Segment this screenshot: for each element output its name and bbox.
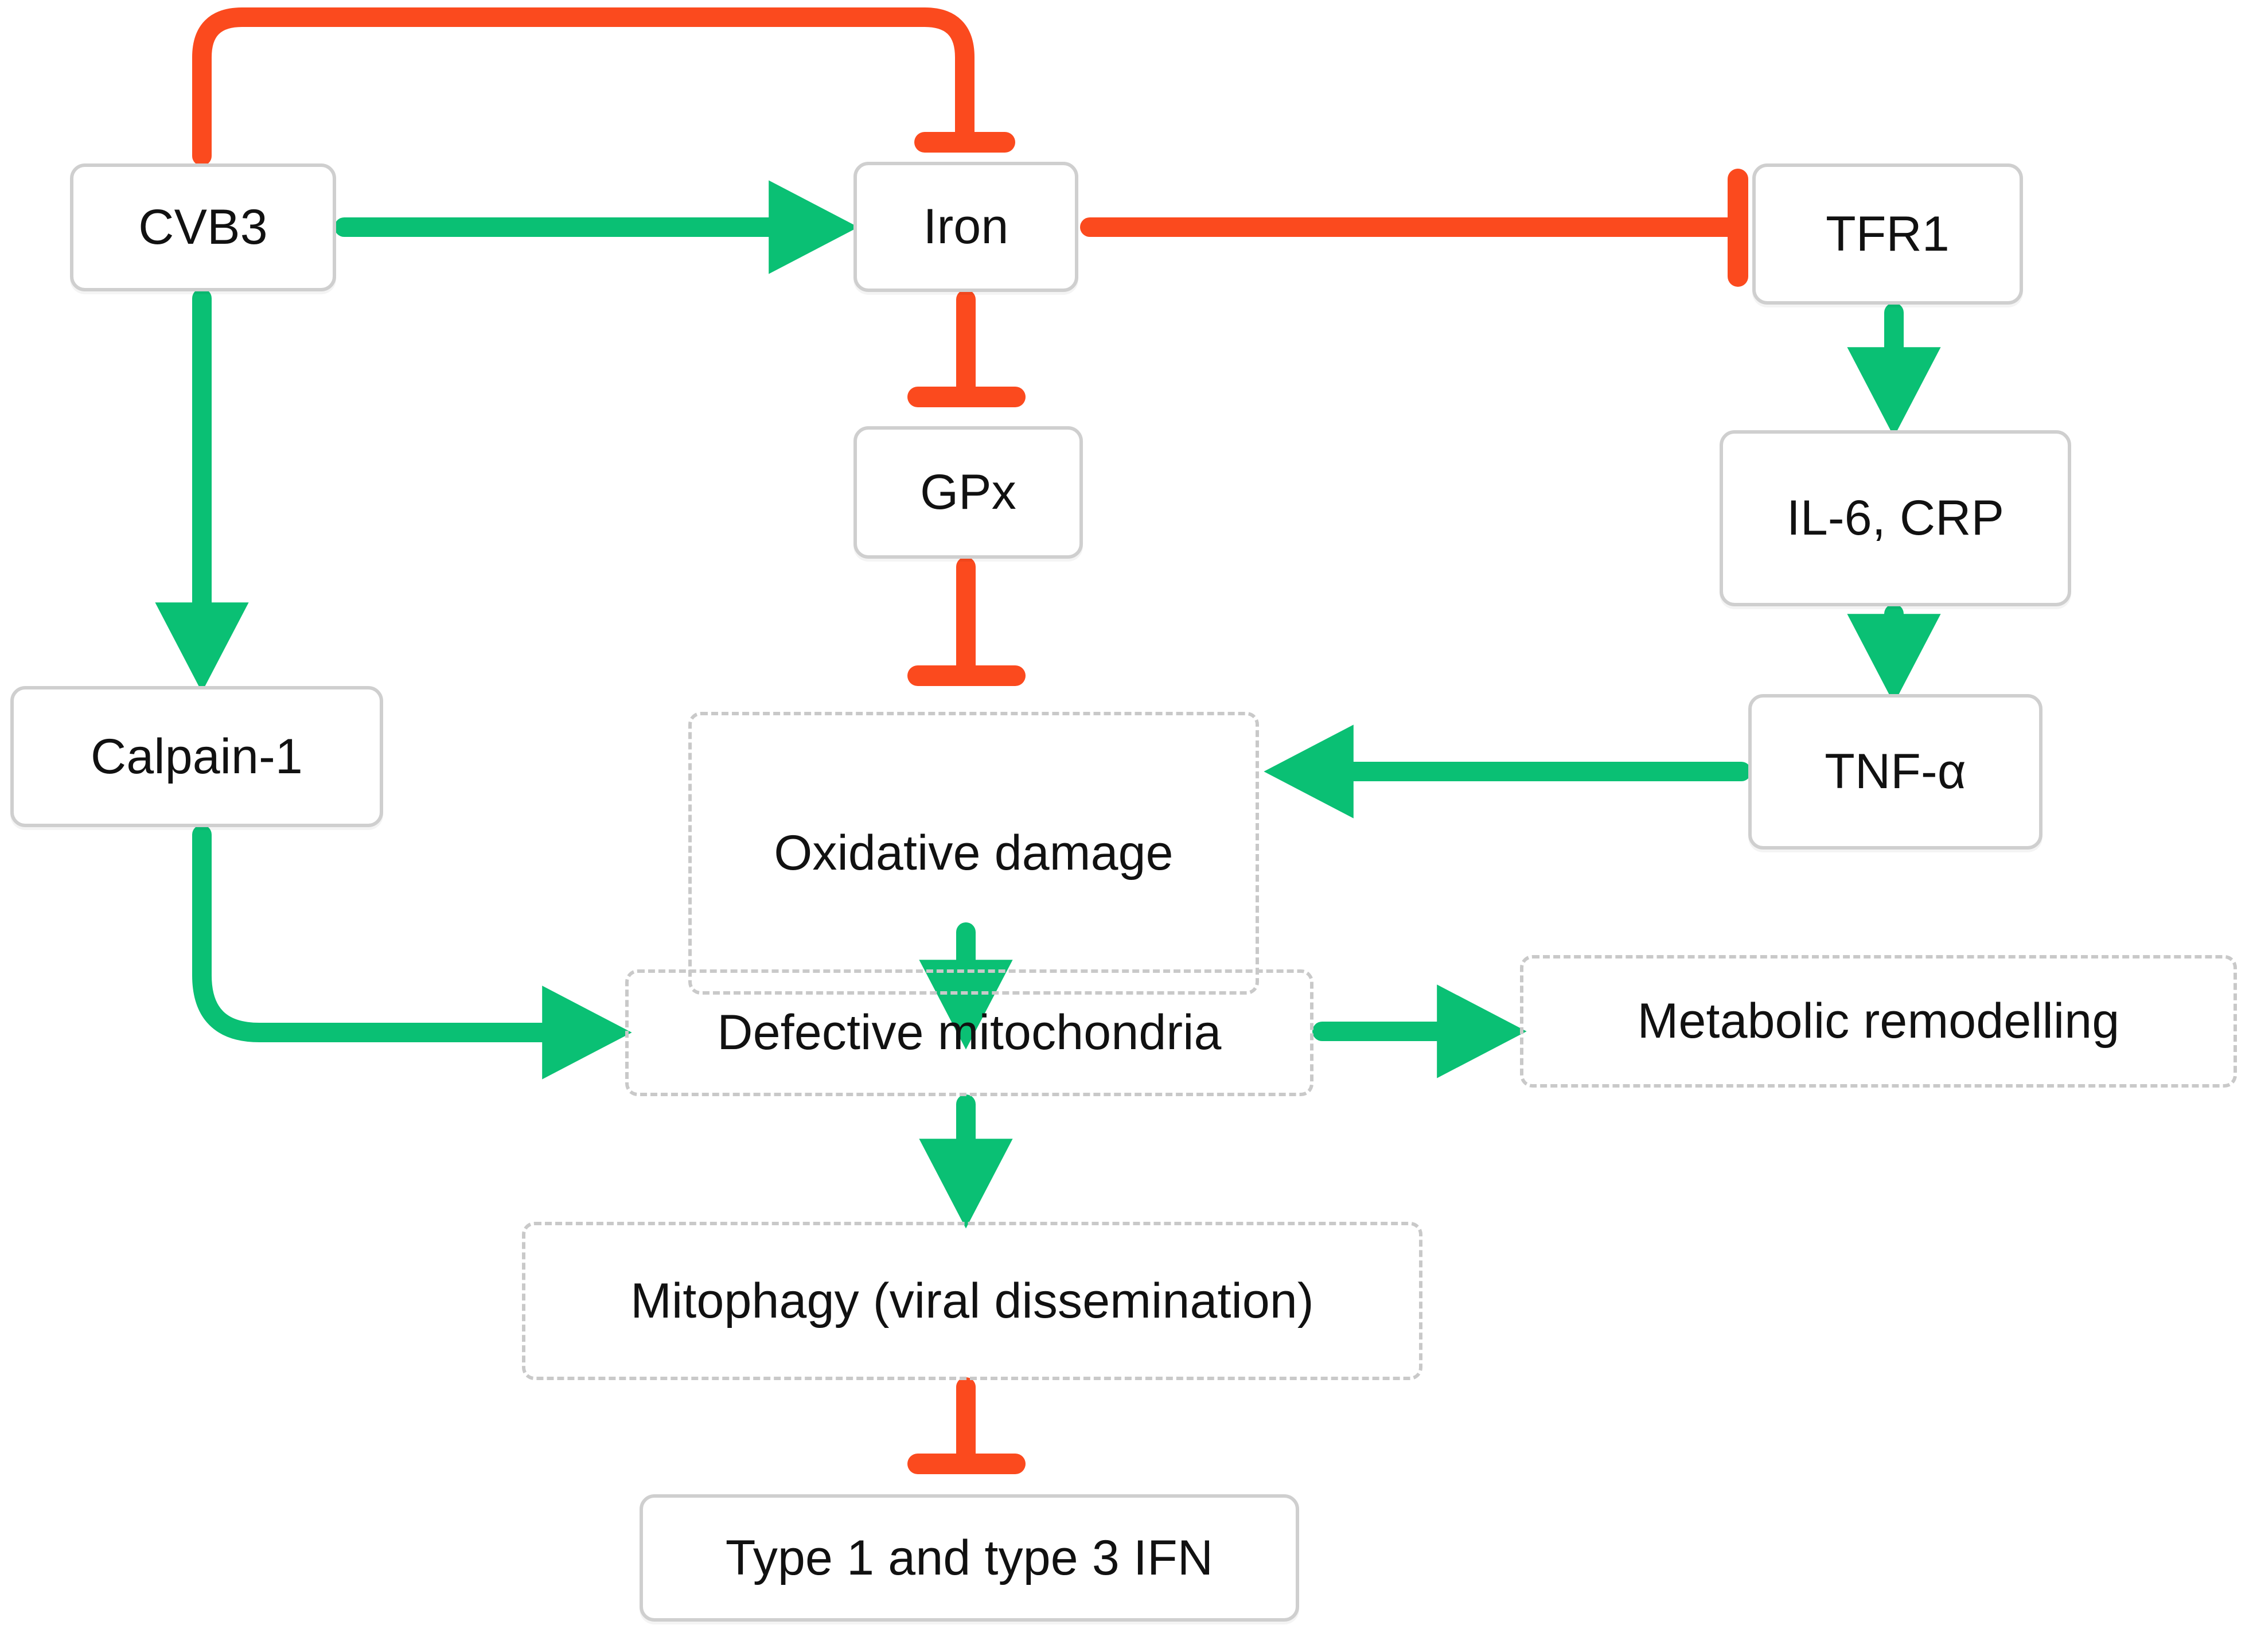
node-metabolic-remodelling-label: Metabolic remodelling — [1637, 993, 2120, 1049]
node-il6-crp-label: IL-6, CRP — [1786, 490, 2005, 546]
node-gpx-label: GPx — [920, 465, 1016, 520]
node-calpain-1[interactable]: Calpain-1 — [10, 686, 383, 827]
edge-gpx-oxdamage — [907, 557, 1026, 686]
node-tnf-alpha-label: TNF-α — [1825, 744, 1966, 800]
edge-iron-tfr1 — [1080, 169, 1748, 287]
node-type-1-and-type-3-ifn-label: Type 1 and type 3 IFN — [725, 1530, 1214, 1585]
node-tnf-alpha[interactable]: TNF-α — [1748, 694, 2042, 850]
edge-calpain1-defmito — [192, 825, 632, 1080]
node-tfr1-label: TFR1 — [1826, 206, 1950, 262]
edge-mitophagy-ifn — [907, 1377, 1026, 1474]
node-oxidative-damage[interactable]: Oxidative damage — [688, 712, 1259, 995]
node-oxidative-damage-label: Oxidative damage — [774, 825, 1174, 881]
node-cvb3-label: CVB3 — [138, 200, 268, 255]
edge-cvb3-iron-inhibition — [192, 7, 1015, 166]
node-gpx[interactable]: GPx — [853, 426, 1083, 559]
node-type-1-and-type-3-ifn[interactable]: Type 1 and type 3 IFN — [640, 1494, 1299, 1622]
node-metabolic-remodelling[interactable]: Metabolic remodelling — [1520, 955, 2237, 1088]
node-iron-label: Iron — [923, 199, 1009, 255]
edge-iron-gpx — [907, 290, 1026, 407]
node-mitophagy-label: Mitophagy (viral dissemination) — [630, 1273, 1314, 1328]
node-cvb3[interactable]: CVB3 — [70, 163, 336, 291]
node-calpain-1-label: Calpain-1 — [91, 728, 303, 784]
node-iron[interactable]: Iron — [853, 162, 1078, 292]
node-tfr1[interactable]: TFR1 — [1752, 163, 2023, 305]
node-defective-mitochondria-label: Defective mitochondria — [717, 1005, 1222, 1061]
node-mitophagy[interactable]: Mitophagy (viral dissemination) — [522, 1222, 1422, 1380]
node-defective-mitochondria[interactable]: Defective mitochondria — [625, 969, 1313, 1096]
node-il6-crp[interactable]: IL-6, CRP — [1720, 430, 2071, 606]
